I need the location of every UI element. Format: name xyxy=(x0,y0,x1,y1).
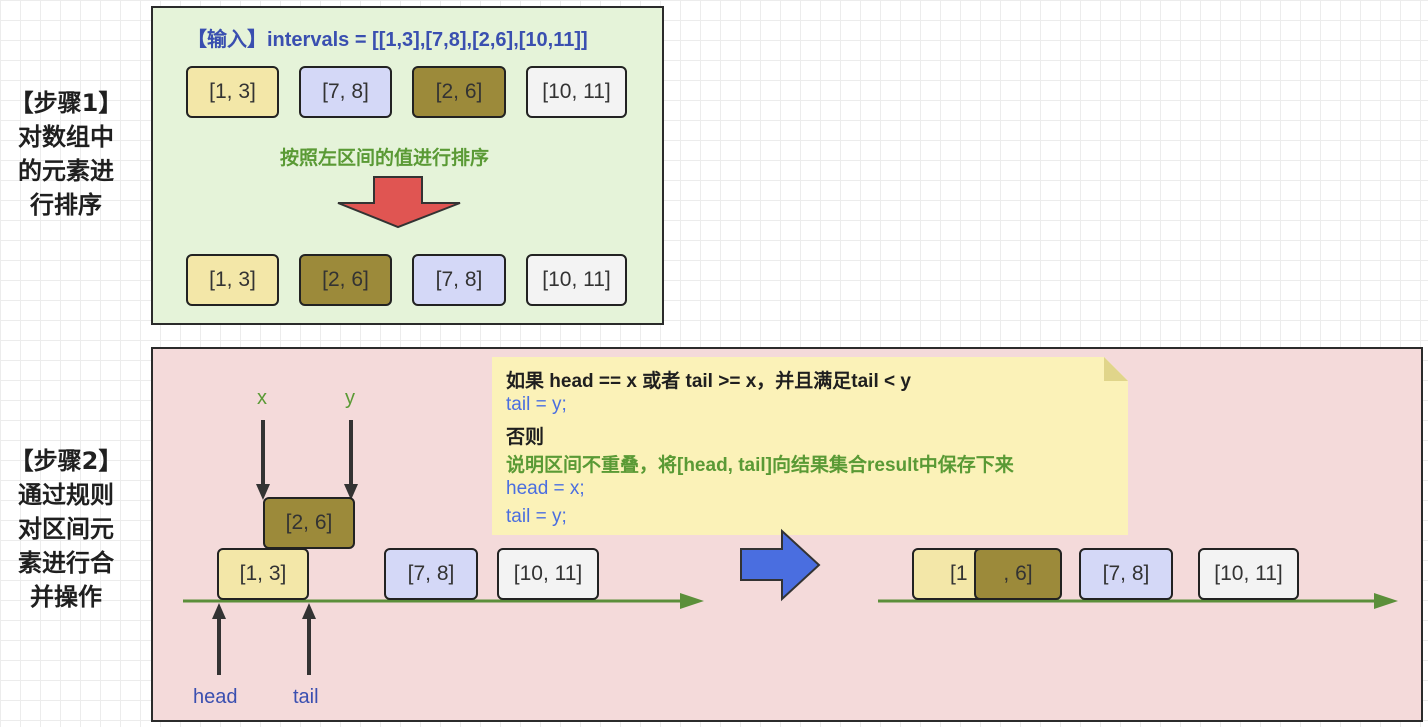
step2-label: 【步骤2】 通过规则 对区间元 素进行合 并操作 xyxy=(4,444,128,614)
overlap-interval-box: [2, 6] xyxy=(263,497,355,549)
tail-pointer-label: tail xyxy=(293,686,319,708)
right-timeline-arrowhead xyxy=(1374,593,1398,609)
head-pointer-label: head xyxy=(193,686,238,708)
step1-label-line: 的元素进 xyxy=(18,157,114,185)
rule-line: tail = y; xyxy=(506,506,567,527)
step1-label-line: 【步骤1】 xyxy=(9,89,123,117)
rule-line: 如果 head == x 或者 tail >= x，并且满足tail < y xyxy=(506,371,911,392)
merge-result-arrow xyxy=(740,528,821,602)
input-interval-box: [2, 6] xyxy=(412,66,506,118)
sort-caption: 按照左区间的值进行排序 xyxy=(280,148,490,169)
result-interval-box: [10, 11] xyxy=(1198,548,1299,600)
merged-right-text: , 6] xyxy=(1003,562,1033,585)
step2-label-line: 并操作 xyxy=(30,583,102,611)
rule-line: 说明区间不重叠，将[head, tail]向结果集合result中保存下来 xyxy=(506,455,1014,476)
input-interval-box: [7, 8] xyxy=(299,66,392,118)
step1-label-line: 行排序 xyxy=(30,191,102,219)
y-pointer-label: y xyxy=(345,387,355,409)
rule-line: head = x; xyxy=(506,478,585,499)
merged-interval-right-box: , 6] xyxy=(974,548,1062,600)
interval-box: [10, 11] xyxy=(497,548,599,600)
sorted-interval-box: [7, 8] xyxy=(412,254,506,306)
sorted-interval-box: [2, 6] xyxy=(299,254,392,306)
input-interval-box: [10, 11] xyxy=(526,66,627,118)
step1-label: 【步骤1】 对数组中 的元素进 行排序 xyxy=(4,86,128,222)
input-interval-box: [1, 3] xyxy=(186,66,279,118)
rule-line: tail = y; xyxy=(506,394,567,415)
input-title: 【输入】intervals = [[1,3],[7,8],[2,6],[10,1… xyxy=(187,29,588,51)
step2-label-line: 素进行合 xyxy=(18,549,114,577)
y-pointer-arrowhead xyxy=(344,484,358,500)
left-timeline-arrowhead xyxy=(680,593,704,609)
sorted-interval-box: [1, 3] xyxy=(186,254,279,306)
merge-rule-note xyxy=(492,357,1128,535)
x-pointer-arrowhead xyxy=(256,484,270,500)
step1-label-line: 对数组中 xyxy=(18,123,114,151)
step2-label-line: 对区间元 xyxy=(18,515,114,543)
step2-label-line: 通过规则 xyxy=(18,481,114,509)
sort-down-arrow xyxy=(337,176,461,229)
head-pointer-arrowhead xyxy=(212,603,226,619)
sorted-interval-box: [10, 11] xyxy=(526,254,627,306)
result-interval-box: [7, 8] xyxy=(1079,548,1173,600)
rule-line: 否则 xyxy=(506,427,545,448)
current-interval-box: [1, 3] xyxy=(217,548,309,600)
tail-pointer-arrowhead xyxy=(302,603,316,619)
merged-left-text: [1 xyxy=(950,562,968,585)
step2-label-line: 【步骤2】 xyxy=(9,447,123,475)
interval-box: [7, 8] xyxy=(384,548,478,600)
x-pointer-label: x xyxy=(257,387,267,409)
